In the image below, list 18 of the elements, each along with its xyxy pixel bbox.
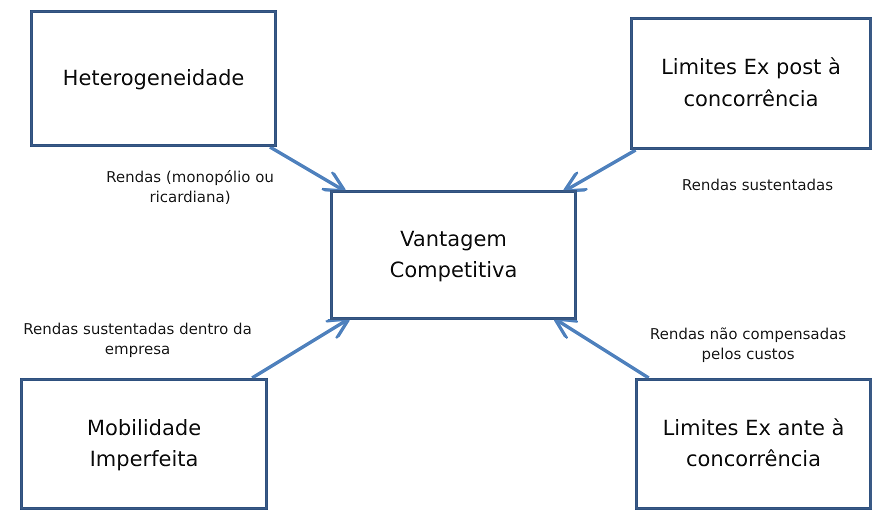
box-label: Limites Ex post à concorrência (660, 54, 842, 112)
caption-text: Rendas sustentadas (680, 176, 834, 196)
caption-text: Rendas sustentadas dentro da empresa (22, 320, 253, 359)
text-box (30, 10, 277, 147)
text-box (330, 190, 577, 320)
caption-text: Rendas não compensadas pelos custos (648, 325, 848, 364)
box-label: Heterogeneidade (62, 64, 246, 92)
caption-text: Rendas (monopólio ou ricardiana) (105, 168, 275, 207)
arrow (562, 148, 637, 193)
arrow (251, 317, 351, 380)
text-box (630, 17, 872, 150)
box-label: Mobilidade Imperfeita (86, 414, 202, 473)
text-box (20, 378, 268, 510)
arrow (269, 146, 346, 193)
box-label: Vantagem Competitiva (388, 226, 518, 284)
text-box (635, 378, 872, 510)
arrow (553, 317, 650, 380)
box-label: Limites Ex ante à concorrência (662, 414, 846, 473)
